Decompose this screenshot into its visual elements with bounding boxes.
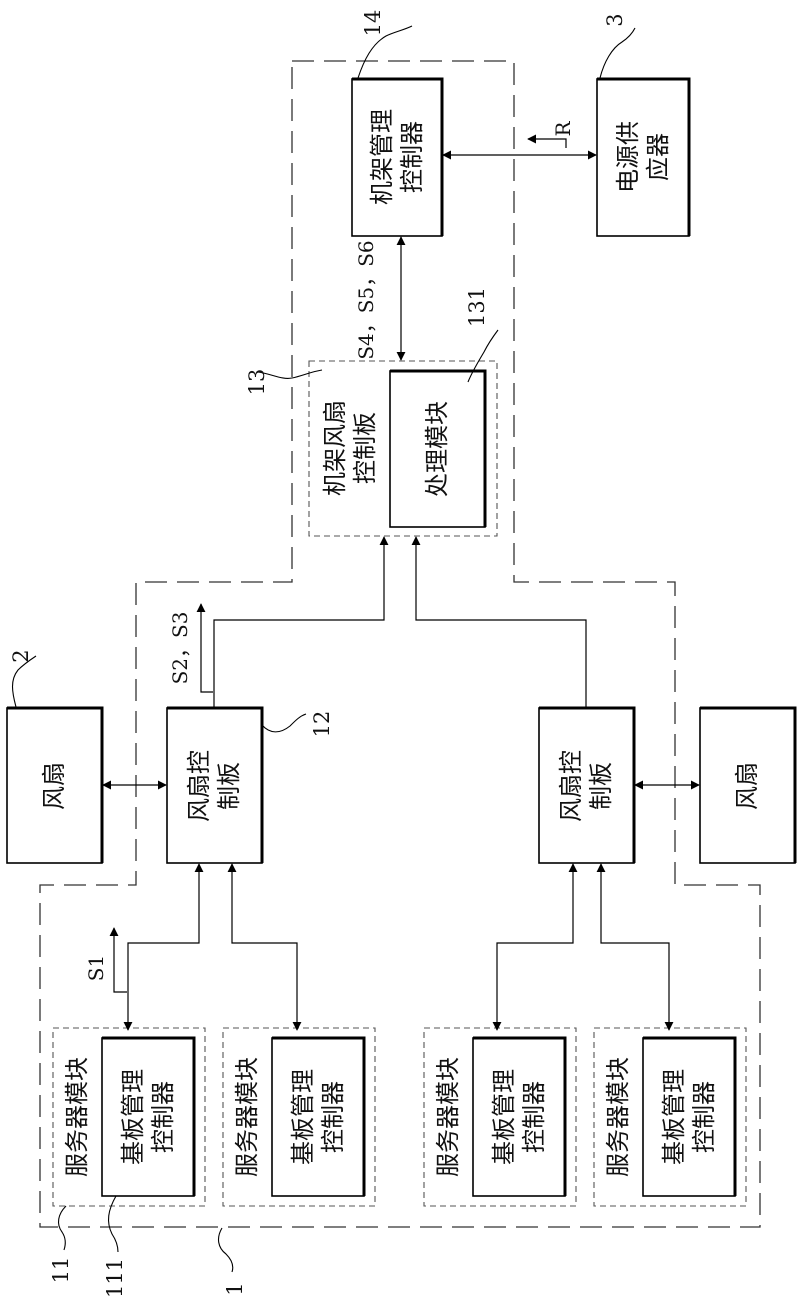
server-module-3: 服务器模块 基板管理控制器 — [424, 1028, 576, 1206]
processing-module-label: 处理模块 — [423, 401, 451, 497]
leader-11 — [59, 1206, 66, 1250]
label-line: 服务器模块 — [233, 1057, 261, 1177]
fan-control-board-right-label: 风扇控制板 — [557, 750, 615, 822]
label-line: 电源供 — [614, 121, 642, 193]
signal-indicators: R S4，S5，S6 S2，S3 S1 — [84, 121, 575, 992]
leader-3 — [600, 28, 635, 78]
fan-left-label: 风扇 — [40, 762, 68, 810]
rack-management-controller: 机架管理控制器 — [352, 79, 442, 236]
signal-s23-label: S2，S3 — [168, 612, 192, 685]
label-line: 服务器模块 — [434, 1057, 462, 1177]
server-module-1-label: 服务器模块 — [63, 1057, 91, 1177]
server-module-4-label: 服务器模块 — [604, 1057, 632, 1177]
bmc-4-label: 基板管理控制器 — [660, 1069, 718, 1165]
power-supply: 电源供应器 — [597, 79, 689, 236]
server1-link — [128, 864, 199, 1030]
fan-control-board-left: 风扇控制板 — [167, 708, 262, 863]
bmc-1-label: 基板管理控制器 — [119, 1069, 177, 1165]
signal-s23-arrow — [201, 604, 213, 692]
leader-12 — [262, 714, 306, 732]
server-module-2-label: 服务器模块 — [233, 1057, 261, 1177]
fan-right-label: 风扇 — [733, 762, 761, 810]
label-line: 控制器 — [149, 1081, 177, 1153]
label-line: 风扇 — [40, 762, 68, 810]
label-line: 服务器模块 — [63, 1057, 91, 1177]
server-module-2: 服务器模块 基板管理控制器 — [223, 1028, 375, 1206]
ref-13: 13 — [245, 369, 269, 396]
left-fanboard-uplink — [214, 537, 384, 708]
ref-131: 131 — [465, 287, 489, 327]
server-module-1: 服务器模块 基板管理控制器 — [53, 1028, 205, 1206]
ref-111: 111 — [103, 1258, 127, 1298]
label-line: 制板 — [587, 762, 615, 810]
label-line: 基板管理 — [119, 1069, 147, 1165]
signal-r-label: R — [551, 121, 575, 137]
label-line: 风扇控 — [557, 750, 585, 822]
fan-left: 风扇 — [7, 708, 102, 863]
label-line: 风扇控 — [185, 750, 213, 822]
label-line: 处理模块 — [423, 401, 451, 497]
label-line: 机架管理 — [368, 109, 396, 205]
label-line: 机架风扇 — [321, 400, 349, 496]
server4-link — [601, 864, 669, 1030]
label-line: 控制板 — [351, 412, 379, 484]
label-line: 制板 — [215, 762, 243, 810]
ref-12: 12 — [310, 711, 334, 738]
bmc-3-label: 基板管理控制器 — [490, 1069, 548, 1165]
label-line: 应器 — [644, 133, 672, 181]
label-line: 控制器 — [319, 1081, 347, 1153]
ref-2: 2 — [9, 649, 33, 662]
ref-11: 11 — [49, 1257, 73, 1284]
power-supply-label: 电源供应器 — [614, 121, 672, 193]
ref-1: 1 — [223, 1282, 247, 1295]
server3-link — [497, 864, 573, 1030]
fan-right: 风扇 — [700, 708, 795, 863]
signal-s1-label: S1 — [84, 955, 108, 981]
label-line: 控制器 — [690, 1081, 718, 1153]
label-line: 基板管理 — [490, 1069, 518, 1165]
signal-s1-arrow — [114, 928, 127, 992]
label-line: 基板管理 — [289, 1069, 317, 1165]
connections — [103, 155, 699, 1030]
leader-131 — [468, 330, 498, 382]
leader-1 — [219, 1228, 233, 1272]
label-line: 控制器 — [398, 121, 426, 193]
server-module-3-label: 服务器模块 — [434, 1057, 462, 1177]
rack-fan-control-board-label: 机架风扇控制板 — [321, 400, 379, 496]
ref-3: 3 — [603, 13, 627, 26]
server-module-4: 服务器模块 基板管理控制器 — [594, 1028, 746, 1206]
fan-control-board-left-label: 风扇控制板 — [185, 750, 243, 822]
signal-s456-label: S4，S5，S6 — [354, 240, 378, 359]
label-line: 控制器 — [520, 1081, 548, 1153]
fan-control-board-right: 风扇控制板 — [539, 708, 634, 863]
rack-fan-control-board: 机架风扇控制板 — [309, 361, 497, 536]
bmc-2-label: 基板管理控制器 — [289, 1069, 347, 1165]
server2-link — [232, 864, 297, 1030]
rack-management-controller-label: 机架管理控制器 — [368, 109, 426, 205]
ref-14: 14 — [361, 10, 385, 37]
processing-module: 处理模块 — [390, 371, 485, 527]
label-line: 服务器模块 — [604, 1057, 632, 1177]
label-line: 基板管理 — [660, 1069, 688, 1165]
signal-r-arrow — [528, 139, 566, 148]
label-line: 风扇 — [733, 762, 761, 810]
right-fanboard-uplink — [416, 537, 586, 708]
leader-111 — [109, 1196, 118, 1252]
